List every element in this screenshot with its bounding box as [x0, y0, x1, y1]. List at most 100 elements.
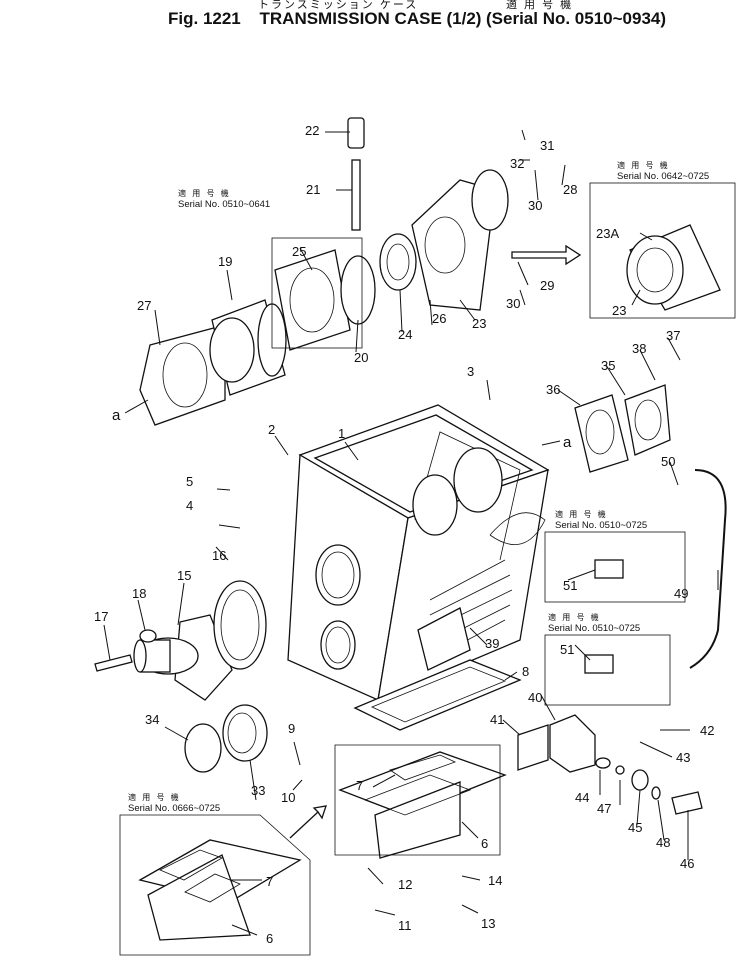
callout-37: 37: [666, 328, 680, 343]
callout-23-alt: 23: [612, 303, 626, 318]
callout-39: 39: [485, 636, 499, 651]
japanese-title: トランスミッション ケース: [258, 0, 419, 11]
callout-16: 16: [212, 548, 226, 563]
sensor-part: [594, 559, 624, 579]
box-serial-0510-0641: [271, 237, 363, 349]
callout-36: 36: [546, 382, 560, 397]
callout-6-alt: 6: [266, 931, 273, 946]
callout-6: 6: [481, 836, 488, 851]
figure-number: Fig. 1221: [168, 9, 241, 28]
direction-arrow-lower: [289, 805, 327, 839]
bottom-cover-alt-part: [138, 839, 302, 941]
sensor-alt-part: [584, 654, 614, 674]
valve-block-part: [549, 714, 596, 773]
box-serial-0510-0725-a: [544, 531, 686, 603]
direction-arrow: [511, 244, 582, 266]
cover-right-part: [624, 384, 671, 456]
callout-25: 25: [292, 244, 306, 259]
callout-38: 38: [632, 341, 646, 356]
plate-part: [517, 724, 549, 771]
callout-35: 35: [601, 358, 615, 373]
callout-3: 3: [467, 364, 474, 379]
svg-text:適 用 号 機: 適 用 号 機: [555, 509, 608, 519]
callout-47: 47: [597, 801, 611, 816]
callout-4: 4: [186, 498, 193, 513]
box-serial-0642-0725: [589, 182, 736, 319]
callout-22: 22: [305, 123, 319, 138]
svg-text:適 用 号 機: 適 用 号 機: [548, 612, 601, 622]
svg-text:Serial No. 0510~0641: Serial No. 0510~0641: [178, 199, 270, 210]
svg-text:適 用 号 機: 適 用 号 機: [128, 792, 181, 802]
bolt-part: [94, 654, 133, 672]
callout-30-alt: 30: [506, 296, 520, 311]
callout-10: 10: [281, 790, 295, 805]
callout-11: 11: [398, 918, 412, 933]
note-serial-0510-0725-a: 適 用 号 機 Serial No. 0510~0725: [555, 509, 647, 531]
figure-name: TRANSMISSION CASE (1/2): [259, 9, 482, 28]
callout-41: 41: [490, 712, 504, 727]
callout-20: 20: [354, 350, 368, 365]
shaft-part: [351, 159, 361, 231]
box-serial-0510-0725-b: [544, 634, 671, 706]
callout-23: 23: [472, 316, 486, 331]
callout-7: 7: [356, 778, 363, 793]
callout-27: 27: [137, 298, 151, 313]
callout-23a: 23A: [596, 226, 619, 241]
view-marker-left: a: [112, 407, 121, 424]
gasket-front-part: [213, 580, 267, 670]
svg-text:Serial No. 0666~0725: Serial No. 0666~0725: [128, 803, 220, 814]
note-serial-0666-0725: 適 用 号 機 Serial No. 0666~0725: [128, 792, 220, 814]
callout-31: 31: [540, 138, 554, 153]
transmission-case-part: [287, 404, 550, 702]
callout-28: 28: [563, 182, 577, 197]
callout-12: 12: [398, 877, 412, 892]
svg-text:適 用 号 機: 適 用 号 機: [617, 160, 670, 170]
callout-13: 13: [481, 916, 495, 931]
callout-51: 51: [563, 578, 577, 593]
japanese-applicable: 適 用 号 機: [506, 0, 574, 11]
figure-title: Fig. 1221 TRANSMISSION CASE (1/2): [168, 9, 495, 29]
callout-15: 15: [177, 568, 191, 583]
svg-text:Serial No. 0510~0725: Serial No. 0510~0725: [548, 623, 640, 634]
rear-cover-part: [139, 169, 509, 426]
callout-40: 40: [528, 690, 542, 705]
o-ring-part: [184, 723, 222, 773]
callout-51-alt: 51: [560, 642, 574, 657]
callout-18: 18: [132, 586, 146, 601]
callout-48: 48: [656, 835, 670, 850]
callout-5: 5: [186, 474, 193, 489]
hose-part: [689, 469, 727, 669]
svg-text:適 用 号 機: 適 用 号 機: [178, 188, 231, 198]
serial-range: (Serial No. 0510~0934): [486, 9, 667, 28]
callout-33: 33: [251, 783, 265, 798]
housing-alt-part: [626, 224, 721, 311]
callout-17: 17: [94, 609, 108, 624]
callout-2: 2: [268, 422, 275, 437]
callout-7-alt: 7: [266, 874, 273, 889]
callout-24: 24: [398, 327, 412, 342]
svg-text:Serial No. 0510~0725: Serial No. 0510~0725: [555, 520, 647, 531]
callout-30: 30: [528, 198, 542, 213]
callout-19: 19: [218, 254, 232, 269]
callout-32: 32: [510, 156, 524, 171]
svg-text:Serial No. 0642~0725: Serial No. 0642~0725: [617, 171, 709, 182]
callout-14: 14: [488, 873, 502, 888]
note-serial-0510-0641: 適 用 号 機 Serial No. 0510~0641: [178, 188, 270, 210]
view-marker-right: a: [563, 434, 572, 451]
callout-1: 1: [338, 426, 345, 441]
callout-43: 43: [676, 750, 690, 765]
breather-part: [347, 117, 365, 149]
box-serial-0666-0725: [119, 814, 311, 956]
callout-50: 50: [661, 454, 675, 469]
gasket-part: [353, 659, 522, 731]
bottom-cover-part: [338, 751, 507, 859]
seal-part: [222, 704, 268, 762]
callout-49: 49: [674, 586, 688, 601]
note-serial-0510-0725-b: 適 用 号 機 Serial No. 0510~0725: [548, 612, 640, 634]
callout-29: 29: [540, 278, 554, 293]
callout-34: 34: [145, 712, 159, 727]
callout-8: 8: [522, 664, 529, 679]
callout-21: 21: [306, 182, 320, 197]
gasket-right-part: [574, 394, 629, 473]
